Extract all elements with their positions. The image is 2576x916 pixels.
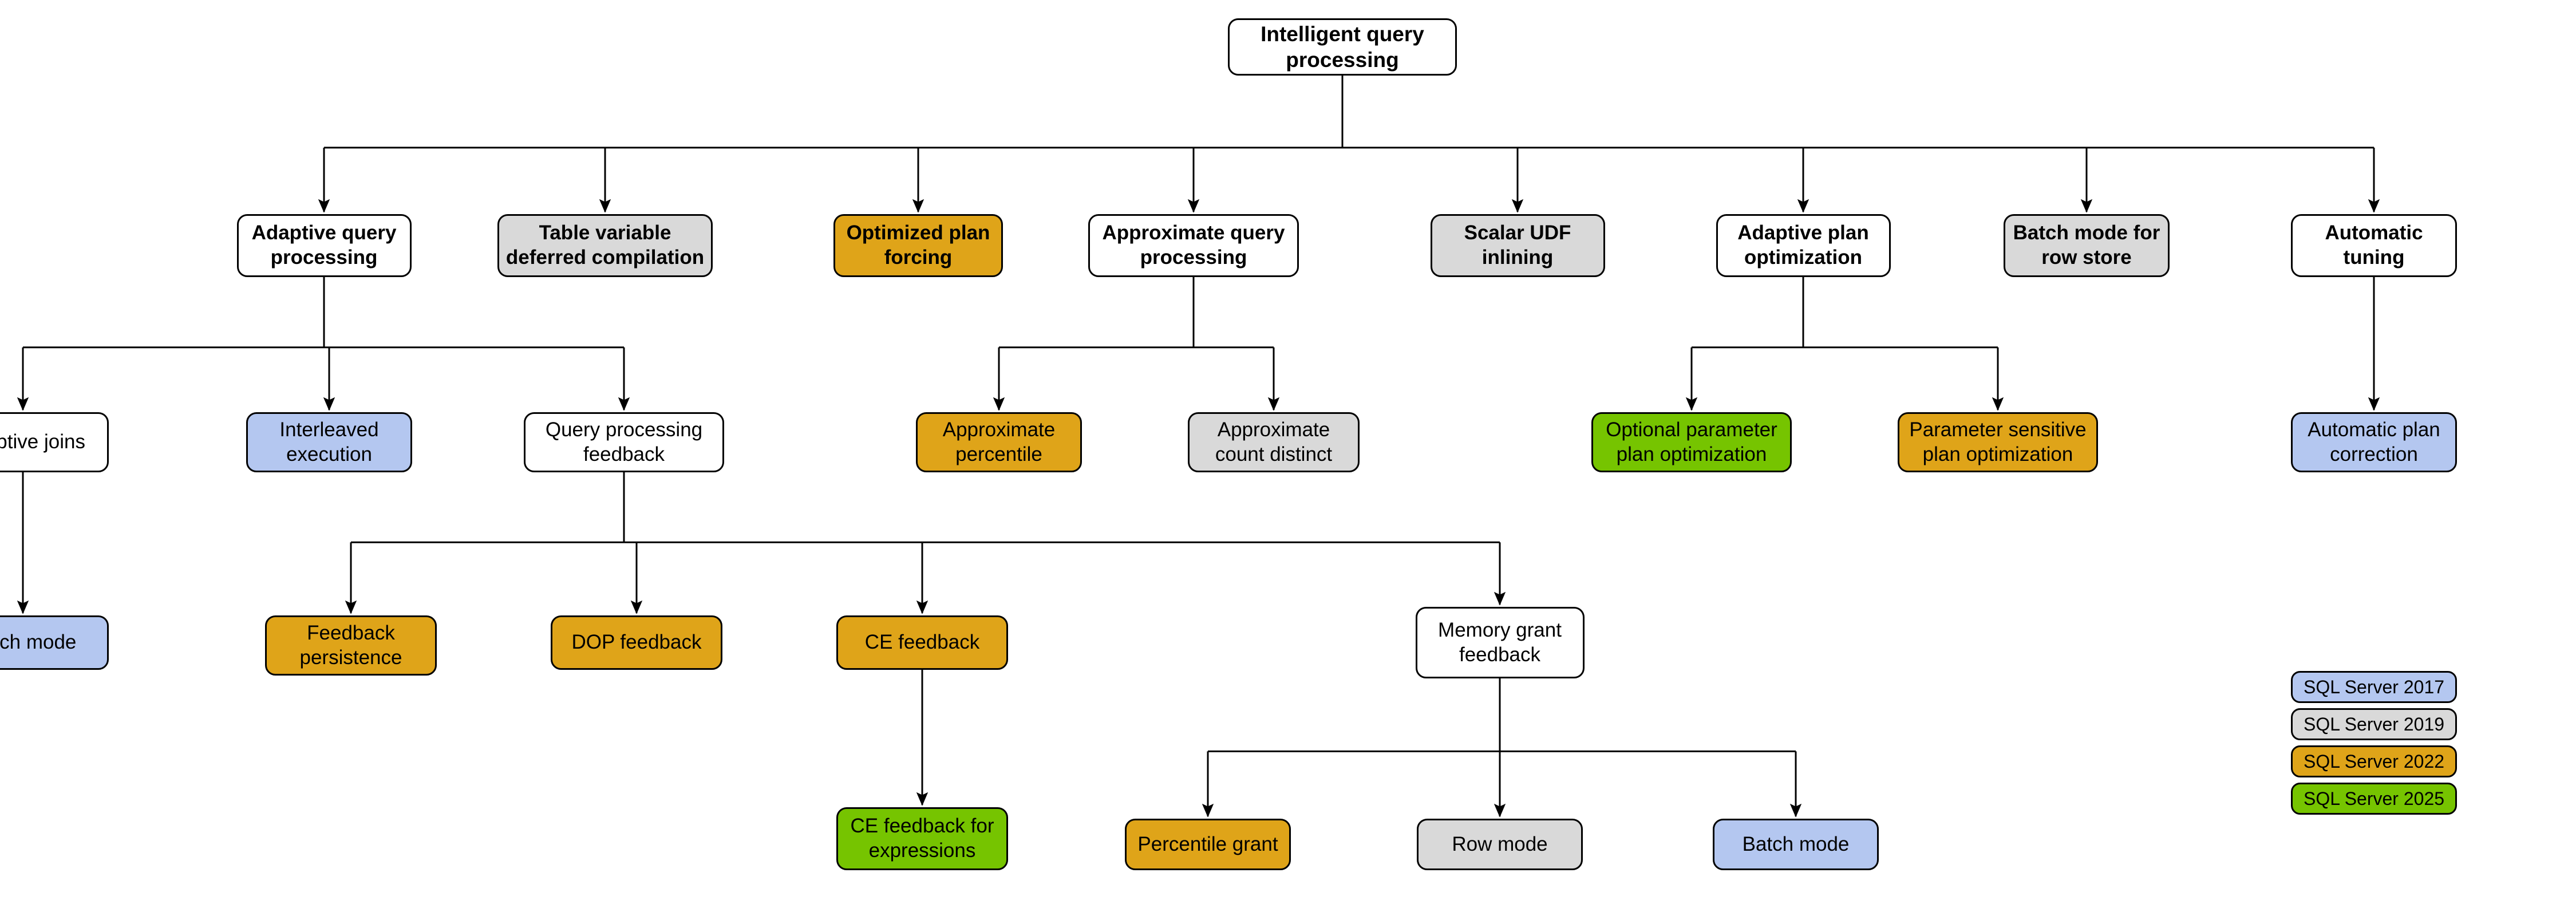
node-bm2[interactable]: Batch mode: [1713, 819, 1879, 870]
legend-item-sql-server-2019: SQL Server 2019: [2291, 708, 2457, 740]
node-udf[interactable]: Scalar UDF inlining: [1430, 214, 1605, 277]
node-pspo[interactable]: Parameter sensitive plan optimization: [1898, 412, 2098, 472]
node-cefb[interactable]: CE feedback: [836, 615, 1008, 670]
node-interleaved[interactable]: Interleaved execution: [246, 412, 412, 472]
node-root[interactable]: Intelligent query processing: [1228, 18, 1457, 76]
node-bmrs[interactable]: Batch mode for row store: [2004, 214, 2170, 277]
node-rowmode[interactable]: Row mode: [1417, 819, 1583, 870]
node-dopfb[interactable]: DOP feedback: [551, 615, 722, 670]
legend-item-sql-server-2017: SQL Server 2017: [2291, 671, 2457, 703]
node-approxqp[interactable]: Approximate query processing: [1088, 214, 1299, 277]
legend-item-sql-server-2022: SQL Server 2022: [2291, 745, 2457, 777]
node-apo[interactable]: Adaptive plan optimization: [1716, 214, 1891, 277]
node-opf[interactable]: Optimized plan forcing: [833, 214, 1003, 277]
node-apc[interactable]: Automatic plan correction: [2291, 412, 2457, 472]
node-qpf[interactable]: Query processing feedback: [524, 412, 724, 472]
legend-item-sql-server-2025: SQL Server 2025: [2291, 783, 2457, 815]
node-ajoins[interactable]: Adaptive joins: [0, 412, 109, 472]
node-cefbexpr[interactable]: CE feedback for expressions: [836, 807, 1008, 870]
node-fbpersist[interactable]: Feedback persistence: [265, 615, 437, 676]
node-aqp[interactable]: Adaptive query processing: [236, 214, 412, 277]
node-pgrant[interactable]: Percentile grant: [1125, 819, 1291, 870]
node-tvdc[interactable]: Table variable deferred compilation: [497, 214, 713, 277]
node-oppo[interactable]: Optional parameter plan optimization: [1591, 412, 1792, 472]
node-mgf[interactable]: Memory grant feedback: [1415, 607, 1585, 678]
node-apct[interactable]: Approximate percentile: [916, 412, 1082, 472]
node-acd[interactable]: Approximate count distinct: [1188, 412, 1360, 472]
node-autotune[interactable]: Automatic tuning: [2291, 214, 2457, 277]
node-bm1[interactable]: Batch mode: [0, 615, 109, 670]
